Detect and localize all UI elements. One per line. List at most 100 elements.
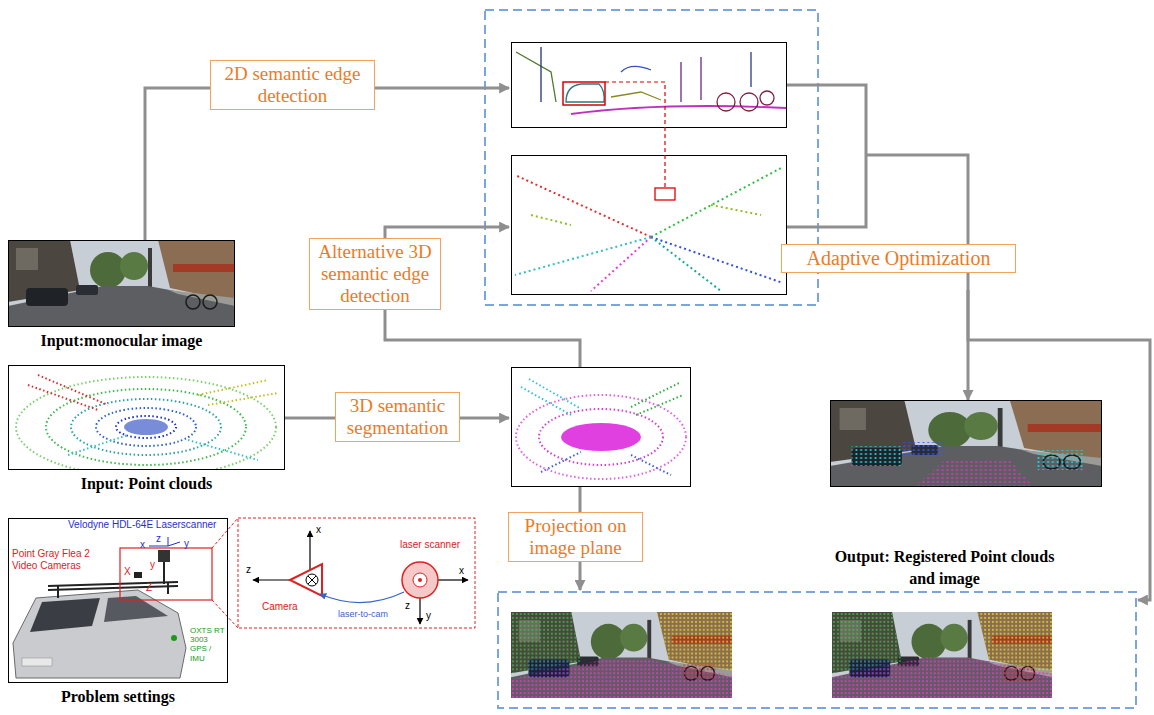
point-cloud-image: [46, 389, 246, 465]
segmented-cloud-image: [512, 368, 691, 487]
frame-inset: [418, 578, 422, 582]
edge-image-2d: [516, 52, 556, 102]
vehicle-illustration: [22, 658, 52, 666]
frame-inset: [308, 576, 316, 584]
edge-image-2d: [512, 43, 787, 128]
registered-image: [977, 612, 1052, 673]
process-label-box: Adaptive Optimization: [781, 244, 1016, 273]
segmented-cloud-image: [539, 409, 663, 465]
point-cloud-image: [68, 435, 258, 460]
segmented-cloud-image: [516, 395, 686, 479]
projection-image: [657, 612, 732, 671]
edge-image-2d: [566, 84, 604, 102]
registered-image: [832, 612, 1052, 698]
frame-inset: [402, 562, 438, 598]
image-panel: Input:monocular image: [8, 240, 235, 327]
edge-image-3d: [515, 175, 651, 237]
registered-image: [849, 659, 890, 677]
segmented-cloud-image: [561, 423, 641, 451]
callout-leader: [212, 518, 238, 628]
projection-image: [681, 663, 715, 679]
flow-arrow: [967, 273, 970, 400]
segmented-cloud-image: [512, 368, 691, 487]
edge-image-3d: [651, 237, 783, 283]
projection-image: [511, 612, 732, 698]
edge-image-2d: [717, 93, 735, 111]
projection-image: [511, 612, 732, 698]
process-label: Projection on image plane: [513, 515, 638, 559]
frame-inset: [413, 573, 427, 587]
segmented-cloud-image: [541, 452, 671, 475]
annotation-label: Camera: [262, 601, 298, 613]
edge-image-3d: [591, 237, 651, 291]
flow-line: [787, 85, 866, 227]
annotation-label: x: [316, 524, 321, 536]
edge-image-2d: [681, 57, 701, 102]
edge-image-2d: [611, 92, 661, 100]
frame-inset: [309, 531, 310, 572]
edge-image-2d: [540, 47, 541, 102]
vehicle-illustration: [8, 518, 228, 683]
registered-image: [832, 612, 1052, 698]
output-image: [852, 446, 902, 466]
frame-inset: [438, 579, 468, 580]
output-image: [914, 460, 1034, 487]
frame-inset: [253, 579, 290, 580]
edge-image-2d: [760, 91, 774, 105]
projection-image: [529, 659, 570, 677]
correspondence-leader: [605, 82, 665, 188]
annotation-label: Z: [146, 582, 152, 594]
segmented-cloud-image: [516, 379, 686, 479]
vehicle-illustration: [13, 590, 186, 678]
vehicle-illustration: [158, 550, 170, 562]
output-image: [830, 400, 1102, 487]
annotation-label: Velodyne HDL-64E Laserscanner: [68, 519, 216, 531]
image-caption: Output: Registered Point clouds and imag…: [832, 546, 1057, 589]
region-frame: [485, 10, 818, 305]
annotation-label: laser scanner: [400, 539, 460, 551]
vehicle-illustration: [171, 635, 177, 641]
annotation-label: x: [459, 565, 464, 577]
process-label: Alternative 3D semantic edge detection: [314, 241, 436, 307]
annotation-label: y: [426, 610, 431, 622]
flow-line: [300, 85, 1150, 600]
image-caption: Problem settings: [8, 686, 228, 708]
vehicle-illustration: [120, 548, 212, 600]
edge-image-3d: [515, 167, 783, 291]
flow-arrow: [145, 88, 210, 240]
frame-inset: [306, 574, 318, 586]
image-panel: Output: Registered Point clouds and imag…: [830, 400, 1102, 487]
output-image: [830, 400, 1102, 487]
edge-image-3d: [655, 188, 675, 200]
vehicle-illustration: [30, 598, 100, 632]
point-cloud-image: [198, 380, 278, 405]
region-frame: [498, 592, 1136, 708]
point-cloud-image: [16, 377, 276, 477]
output-image: [902, 442, 943, 456]
vehicle-illustration: [8, 518, 228, 683]
edge-image-3d: [512, 156, 787, 295]
process-label-box: Alternative 3D semantic edge detection: [309, 238, 441, 310]
edge-image-2d: [563, 82, 605, 105]
point-cloud-image: [28, 375, 108, 410]
annotation-label: X: [124, 566, 131, 578]
process-label: 2D semantic edge detection: [215, 63, 370, 107]
projection-image: [511, 659, 732, 698]
point-cloud-image: [8, 365, 285, 470]
process-label: Adaptive Optimization: [786, 247, 1011, 270]
annotation-label: laser-to-cam: [338, 609, 388, 619]
annotation-label: z: [405, 600, 410, 612]
segmented-cloud-image: [631, 382, 683, 415]
image-panel: Input: Point clouds: [8, 365, 285, 470]
monocular-image: [8, 240, 235, 327]
edge-image-2d: [740, 93, 758, 111]
process-label-box: 2D semantic edge detection: [210, 60, 375, 110]
edge-image-2d: [621, 66, 651, 72]
edge-image-3d: [531, 205, 761, 225]
edge-image-2d: [512, 43, 787, 128]
frame-inset: [290, 564, 322, 596]
annotation-label: y: [184, 538, 189, 550]
